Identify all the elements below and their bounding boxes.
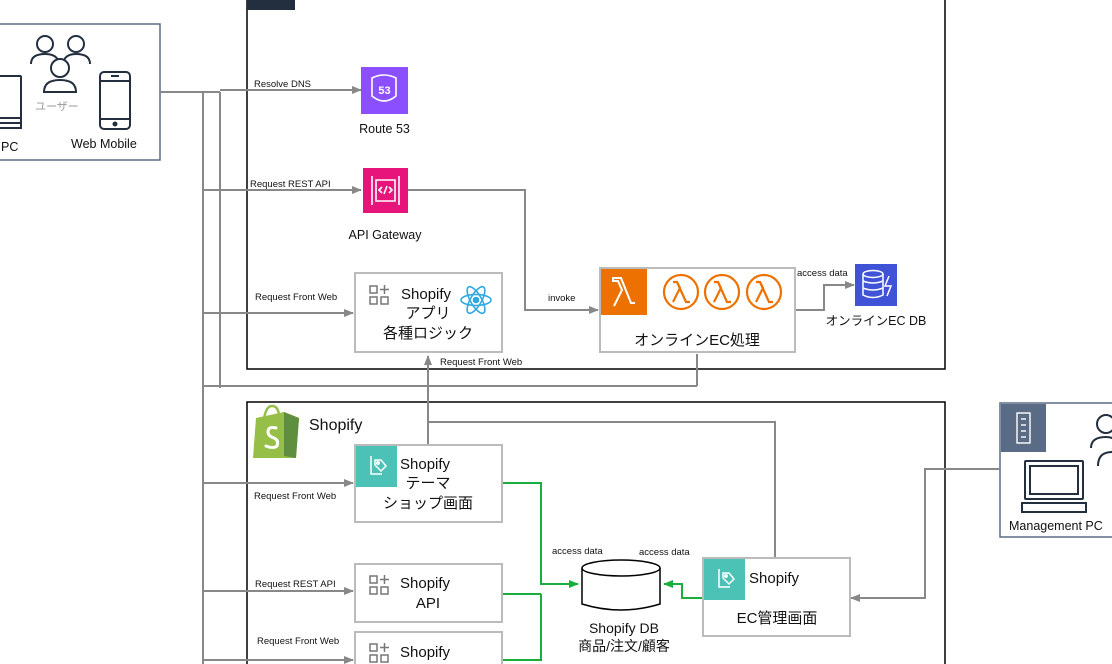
- edge-request-front-web-app: Request Front Web: [203, 292, 354, 317]
- shopify-container: Shopify: [246, 401, 946, 664]
- users-group: ユーザー PC Web Mobile: [0, 23, 161, 161]
- shopify-third-grid-icon: [369, 643, 389, 663]
- edge-invoke: invoke: [408, 189, 599, 314]
- shopify-db-access-left-label: access data: [552, 546, 603, 557]
- edge-request-rest-api-shopify-label: Request REST API: [255, 579, 336, 590]
- database-icon: [581, 559, 661, 577]
- edge-request-front-web-app-label: Request Front Web: [255, 292, 337, 303]
- pc-label: PC: [1, 140, 18, 154]
- edge-request-rest-api-label: Request REST API: [250, 179, 331, 190]
- edge-request-rest-api-shopify: Request REST API: [203, 579, 354, 595]
- apps-grid-icon: [369, 285, 389, 305]
- edge-resolve-dns: Resolve DNS: [220, 79, 362, 94]
- edge-request-rest-api: Request REST API: [203, 179, 362, 194]
- edge-invoke-label: invoke: [548, 293, 575, 304]
- shopify-app-line3: 各種ロジック: [383, 325, 473, 342]
- management-pc-label: Management PC: [1009, 519, 1103, 533]
- shopify-theme-node[interactable]: Shopify テーマ ショップ画面: [354, 444, 503, 523]
- green-data-connectors: [502, 482, 703, 661]
- management-pc-group: Management PC: [999, 402, 1112, 538]
- management-pc-icon: [1021, 460, 1087, 513]
- users-icon: [30, 35, 91, 93]
- aws-cloud-badge: [247, 0, 295, 10]
- online-ec-db-label: オンラインEC DB: [826, 314, 927, 328]
- route53-node[interactable]: 53 Route 53: [359, 67, 410, 136]
- shopify-theme-line2: テーマ: [405, 475, 450, 492]
- edge-request-front-web-third: Request Front Web: [203, 636, 354, 664]
- shopify-db-line1: Shopify DB: [589, 620, 659, 636]
- management-user-icon: [1090, 414, 1112, 467]
- edge-access-online-db: access data: [795, 268, 855, 311]
- shopify-third-line1: Shopify: [400, 644, 451, 661]
- shopify-admin-node[interactable]: Shopify EC管理画面: [702, 557, 851, 637]
- lambda-service-icon: [601, 269, 647, 315]
- shopify-api-line1: Shopify: [400, 575, 451, 592]
- shopify-third-node[interactable]: Shopify: [354, 631, 503, 664]
- shopify-container-title: Shopify: [309, 417, 362, 434]
- shopify-theme-line1: Shopify: [400, 456, 451, 473]
- shopify-logo-icon: [253, 404, 299, 458]
- edge-access-online-db-label: access data: [797, 268, 848, 279]
- shopify-app-line1: Shopify: [401, 286, 452, 303]
- pc-icon: [0, 75, 22, 129]
- edge-request-front-web-third-label: Request Front Web: [257, 636, 339, 647]
- api-gateway-label: API Gateway: [349, 228, 423, 242]
- shopify-admin-line1: Shopify: [749, 570, 800, 587]
- route53-badge: 53: [378, 85, 390, 97]
- shopify-api-node[interactable]: Shopify API: [354, 563, 503, 623]
- edge-return-front-web-label: Request Front Web: [440, 357, 522, 368]
- edge-request-front-web-theme-label: Request Front Web: [254, 491, 336, 502]
- shopify-api-grid-icon: [369, 575, 389, 595]
- shopify-db-line2: 商品/注文/顧客: [578, 638, 670, 654]
- shopify-db-node[interactable]: Shopify DB 商品/注文/顧客: [578, 559, 670, 654]
- api-gateway-node[interactable]: API Gateway: [349, 168, 423, 242]
- shopify-app-node[interactable]: Shopify アプリ 各種ロジック: [354, 272, 503, 353]
- mobile-phone-icon: [99, 71, 131, 130]
- corporate-building-icon: [1001, 404, 1046, 452]
- lambda-function-icons: [662, 273, 783, 311]
- react-icon: [460, 285, 492, 315]
- edge-resolve-dns-label: Resolve DNS: [254, 79, 311, 90]
- online-ec-label: オンラインEC処理: [634, 332, 760, 349]
- edge-request-front-web-theme: Request Front Web: [203, 479, 354, 502]
- route53-label: Route 53: [359, 122, 410, 136]
- shopify-admin-line2: EC管理画面: [737, 610, 818, 627]
- aws-cloud-container: [246, 0, 946, 370]
- users-group-label: ユーザー: [35, 100, 79, 113]
- shopify-theme-line3: ショップ画面: [383, 495, 473, 512]
- shopify-api-line2: API: [416, 595, 440, 612]
- online-ec-node[interactable]: オンラインEC処理: [599, 267, 796, 353]
- edge-theme-admin-link: [427, 421, 776, 558]
- mobile-label: Web Mobile: [71, 137, 137, 151]
- user-connector-lines: [160, 91, 698, 664]
- edge-management-admin: [850, 468, 1000, 602]
- shopify-app-line2: アプリ: [405, 305, 450, 322]
- shopify-db-access-right-label: access data: [639, 547, 690, 558]
- online-ec-db-node[interactable]: オンラインEC DB: [826, 264, 927, 328]
